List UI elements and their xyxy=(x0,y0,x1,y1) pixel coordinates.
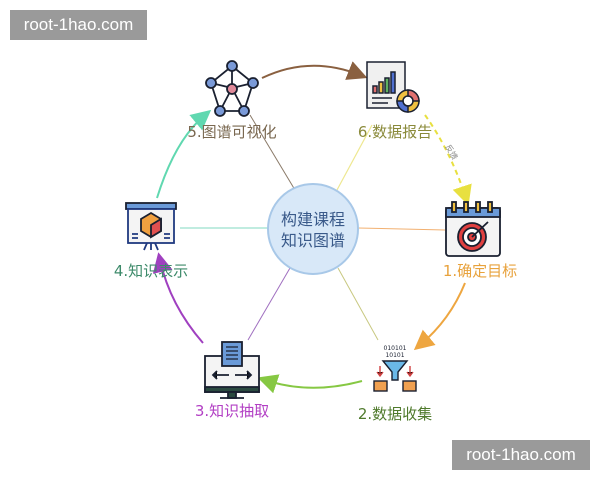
center-title-line1: 构建课程 xyxy=(281,210,345,229)
target-calendar-icon xyxy=(445,201,501,257)
svg-text:010101: 010101 xyxy=(384,345,407,352)
step-label-2: 2.数据收集 xyxy=(358,405,432,423)
center-circle xyxy=(267,183,359,275)
spoke-6 xyxy=(336,124,373,191)
data-funnel-icon: 010101 10101 xyxy=(373,345,417,392)
spoke-5 xyxy=(249,114,296,191)
spoke-1 xyxy=(357,227,446,231)
step-label-1: 1.确定目标 xyxy=(443,262,517,280)
svg-text:10101: 10101 xyxy=(385,352,404,359)
watermark-top-left: root-1hao.com xyxy=(10,10,147,40)
step-label-4: 4.知识表示 xyxy=(114,262,188,280)
watermark-bottom-right: root-1hao.com xyxy=(452,440,590,470)
step-label-3: 3.知识抽取 xyxy=(195,402,269,420)
arrow-2-to-3 xyxy=(257,374,363,394)
step-label-6: 6.数据报告 xyxy=(358,123,432,141)
arrow-1-to-2 xyxy=(413,282,466,351)
step-label-5: 5.图谱可视化 xyxy=(187,123,276,141)
spoke-3 xyxy=(247,267,291,341)
feedback-label: 反馈 xyxy=(443,143,460,162)
arrow-5-to-6 xyxy=(261,61,368,80)
arrow-6-to-1 xyxy=(424,114,472,206)
network-graph-icon xyxy=(205,60,259,117)
presentation-board-icon xyxy=(125,202,177,251)
spoke-2 xyxy=(337,267,379,341)
monitor-document-icon xyxy=(204,341,260,399)
center-title-line2: 知识图谱 xyxy=(281,231,345,250)
arrow-3-to-4 xyxy=(152,252,204,344)
report-chart-icon xyxy=(366,61,420,113)
arrow-4-to-5 xyxy=(156,109,212,199)
